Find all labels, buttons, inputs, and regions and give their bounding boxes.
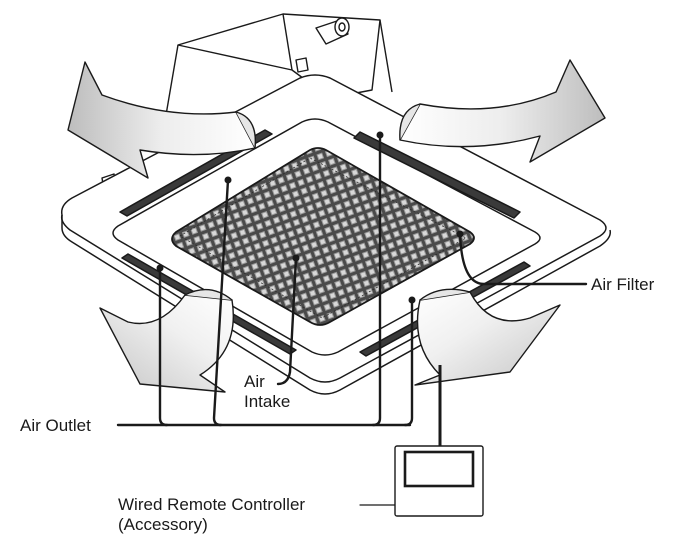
air-intake-leader <box>276 256 298 386</box>
airflow-arrow-bottom-right <box>414 291 561 386</box>
airflow-arrow-top-right <box>399 59 606 163</box>
airflow-arrow-top-left <box>67 61 256 179</box>
intake-grille <box>171 147 475 326</box>
label-remote-line1: Wired Remote Controller <box>118 495 305 514</box>
leader-dots <box>156 131 464 507</box>
air-filter-leader <box>458 232 588 286</box>
label-air-filter: Air Filter <box>591 275 655 294</box>
airflow-arrow-bottom-left <box>99 294 234 393</box>
label-air-outlet: Air Outlet <box>20 416 91 435</box>
label-air-intake-line2: Intake <box>244 392 290 411</box>
leader-lines <box>116 133 588 506</box>
label-remote-line2: (Accessory) <box>118 515 208 534</box>
label-air-intake-line1: Air <box>244 372 265 391</box>
airflow-arrows <box>67 59 606 393</box>
wired-remote-controller <box>394 365 484 517</box>
labels: Air Outlet Air Intake Air Filter Wired R… <box>20 275 655 534</box>
